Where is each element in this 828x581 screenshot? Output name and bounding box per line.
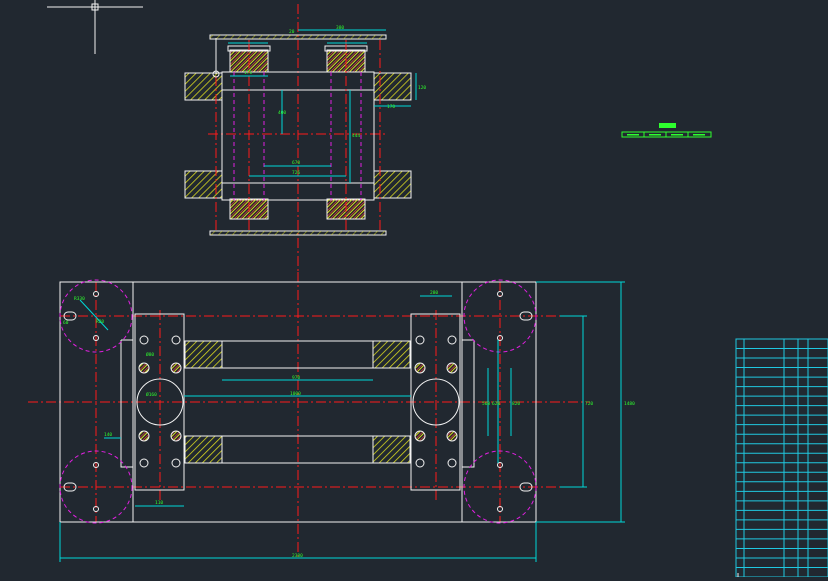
dim-side-a: 140 xyxy=(104,432,112,438)
dim-inner-span: 970 xyxy=(292,375,300,381)
dim-r1: R330 xyxy=(74,296,85,302)
dim-height: 400 xyxy=(278,110,286,116)
center-hole-right xyxy=(412,378,460,426)
dim-v2: 620 xyxy=(492,401,500,407)
dim-side-c: 110 xyxy=(155,500,163,506)
dim-overall-width: 2380 xyxy=(292,553,303,559)
bolt-pattern xyxy=(138,335,458,468)
dim-center: 444 xyxy=(352,133,360,139)
title-label xyxy=(621,123,712,138)
dim-side-b: 60 xyxy=(63,320,69,326)
dim-rail: 20 xyxy=(289,29,295,35)
base-frame xyxy=(59,281,537,523)
dim-block-width: 280 xyxy=(430,290,438,296)
tie-bar-lower xyxy=(183,435,412,464)
dim-bottom-a: 670 xyxy=(292,160,300,166)
center-hole-left xyxy=(136,378,184,426)
crosshair-icon xyxy=(47,0,143,54)
dim-overall-height: 1480 xyxy=(624,401,635,407)
dim-hole-b: Ø80 xyxy=(146,351,154,358)
dim-inner-a: 176 xyxy=(244,70,252,76)
dim-pad-width: 170 xyxy=(387,104,395,110)
plan-view: 2380 1480 970 1000 280 R20 Ø160 Ø80 140 … xyxy=(28,272,635,562)
dim-v3: 820 xyxy=(512,401,520,407)
dim-v4: 720 xyxy=(585,401,593,407)
mount-block-left xyxy=(134,313,185,491)
parts-table xyxy=(735,338,828,578)
dim-v1: 560 xyxy=(482,401,490,407)
elevation-view: 380 20 170 120 176 400 444 670 726 xyxy=(184,4,426,272)
mount-block-right xyxy=(410,313,461,491)
dim-pad-height: 120 xyxy=(418,85,426,91)
dim-hole-dia: Ø160 xyxy=(146,391,157,398)
dim-bottom-b: 726 xyxy=(292,170,300,176)
wheel-swing-radii xyxy=(59,279,537,524)
tie-bar-upper xyxy=(183,340,412,369)
main-body xyxy=(221,71,375,201)
dim-center-span: 1000 xyxy=(290,391,301,397)
dim-r-bolt: R20 xyxy=(96,319,104,325)
dim-top-span: 380 xyxy=(336,25,344,31)
